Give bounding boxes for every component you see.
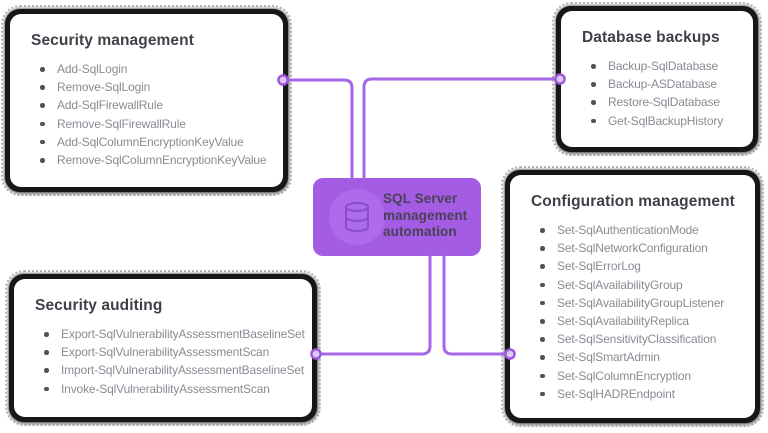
cmdlet-item: Export-SqlVulnerabilityAssessmentBaselin…: [35, 325, 305, 343]
cmdlet-item: Export-SqlVulnerabilityAssessmentScan: [35, 343, 304, 361]
database-icon: [329, 189, 385, 245]
cmdlet-item: Add-SqlColumnEncryptionKeyValue: [31, 133, 275, 151]
cmdlet-list: Export-SqlVulnerabilityAssessmentBaselin…: [35, 325, 305, 398]
cmdlet-list: Backup-SqlDatabase Backup-ASDatabase Res…: [582, 57, 745, 130]
card-database-backups: Database backups Backup-SqlDatabase Back…: [552, 2, 762, 156]
cmdlet-item: Set-SqlAvailabilityReplica: [531, 312, 747, 330]
cmdlet-item: Set-SqlSensitivityClassification: [531, 330, 747, 348]
cmdlet-item: Set-SqlAvailabilityGroupListener: [531, 294, 747, 312]
card-security-management: Security management Add-SqlLogin Remove-…: [1, 5, 292, 196]
cmdlet-item: Remove-SqlColumnEncryptionKeyValue: [31, 151, 275, 169]
cmdlet-item: Remove-SqlFirewallRule: [31, 115, 275, 133]
card-title: Configuration management: [531, 193, 735, 210]
connector-security-auditing: [314, 253, 432, 356]
connector-security-management: [281, 78, 354, 181]
cmdlet-item: Set-SqlColumnEncryption: [531, 367, 747, 385]
cmdlet-item: Add-SqlFirewallRule: [31, 96, 275, 114]
cmdlet-item: Backup-SqlDatabase: [582, 57, 745, 75]
card-title: Security management: [31, 32, 194, 49]
cmdlet-list: Add-SqlLogin Remove-SqlLogin Add-SqlFire…: [31, 60, 275, 169]
card-body: Configuration management Set-SqlAuthenti…: [510, 175, 755, 418]
cmdlet-item: Invoke-SqlVulnerabilityAssessmentScan: [35, 380, 304, 398]
connector-database-backups: [362, 77, 562, 181]
card-title: Security auditing: [35, 297, 163, 314]
cmdlet-item: Set-SqlErrorLog: [531, 257, 747, 275]
card-body: Security management Add-SqlLogin Remove-…: [10, 14, 283, 187]
cmdlet-item: Restore-SqlDatabase: [582, 93, 745, 111]
cmdlet-item: Import-SqlVulnerabilityAssessmentBaselin…: [35, 361, 304, 379]
cmdlet-item: Set-SqlHADREndpoint: [531, 385, 747, 403]
cmdlet-item: Set-SqlNetworkConfiguration: [531, 239, 747, 257]
card-configuration-management: Configuration management Set-SqlAuthenti…: [501, 166, 764, 427]
cmdlet-item: Backup-ASDatabase: [582, 75, 745, 93]
connector-configuration-management: [442, 253, 512, 356]
cmdlet-item: Set-SqlAvailabilityGroup: [531, 276, 747, 294]
cmdlet-item: Remove-SqlLogin: [31, 78, 275, 96]
card-body: Security auditing Export-SqlVulnerabilit…: [14, 279, 312, 417]
center-node: SQL Server management automation: [313, 178, 481, 256]
card-title: Database backups: [582, 29, 720, 46]
card-security-auditing: Security auditing Export-SqlVulnerabilit…: [5, 270, 321, 426]
card-body: Database backups Backup-SqlDatabase Back…: [561, 11, 753, 147]
center-node-label: SQL Server management automation: [383, 191, 468, 239]
cmdlet-list: Set-SqlAuthenticationMode Set-SqlNetwork…: [531, 221, 747, 403]
cmdlet-item: Add-SqlLogin: [31, 60, 275, 78]
cmdlet-item: Get-SqlBackupHistory: [582, 112, 745, 130]
cmdlet-item: Set-SqlAuthenticationMode: [531, 221, 747, 239]
cmdlet-item: Set-SqlSmartAdmin: [531, 348, 747, 366]
